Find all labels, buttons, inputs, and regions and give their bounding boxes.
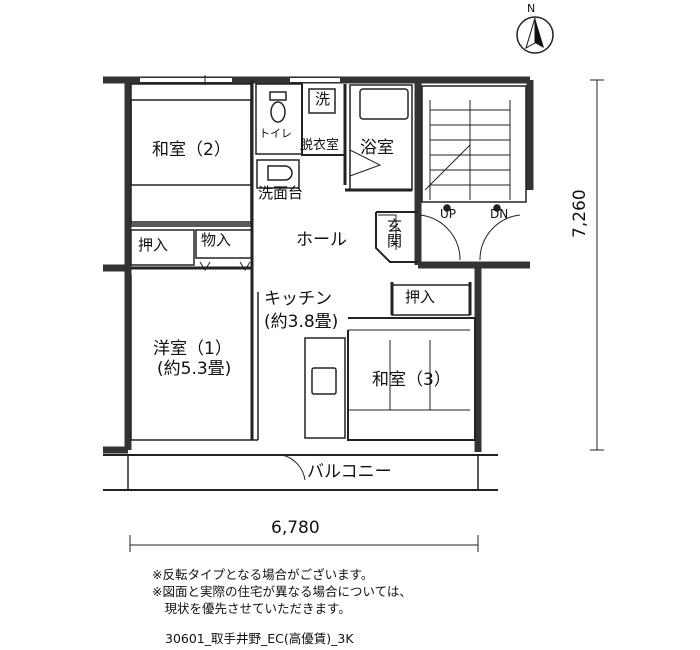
label-washitsu2: 和室（2） [152, 140, 231, 160]
note-line-1: ※反転タイプとなる場合がございます。 [152, 567, 374, 582]
label-genkan: 玄関 [385, 218, 403, 248]
label-youshitsu1-size: (約5.3畳) [157, 359, 232, 379]
washer-box [308, 88, 336, 114]
bathtub [359, 88, 409, 120]
compass-circle [516, 16, 554, 54]
label-datsuishitsu: 脱衣室 [300, 138, 340, 153]
label-hall: ホール [296, 230, 347, 250]
label-balcony: バルコニー [307, 462, 392, 482]
entry-door-right [479, 214, 521, 261]
label-kitchen-size: (約3.8畳) [264, 312, 339, 332]
dimension-width: 6,780 [271, 518, 320, 538]
label-sentaku: 洗 [315, 90, 331, 108]
stairs-box [421, 85, 527, 203]
label-oshiire2: 押入 [405, 288, 436, 306]
label-dn: DN [490, 207, 509, 221]
label-yokushitsu: 浴室 [360, 138, 394, 158]
label-senmendai: 洗面台 [258, 184, 304, 202]
label-kitchen: キッチン [264, 289, 332, 309]
dimension-height: 7,260 [570, 189, 590, 238]
dim-width-line [129, 535, 479, 552]
north-label: N [527, 2, 536, 15]
label-youshitsu1: 洋室（1） [153, 339, 232, 359]
plan-code: 30601_取手井野_EC(高優賃)_3K [165, 631, 354, 646]
note-line-2: ※図面と実際の住宅が異なる場合については、 [152, 583, 412, 599]
kitchen-counter [304, 337, 346, 439]
label-monoire: 物入 [201, 231, 232, 249]
note-line-3: 現状を優先させていただきます。 [152, 600, 351, 616]
washitsu2-bottom [131, 221, 252, 227]
balcony-rail [103, 454, 498, 491]
label-toilet: トイレ [259, 127, 292, 140]
youshitsu1-border [130, 275, 258, 441]
label-up: UP [440, 207, 457, 221]
oshiire1-border [130, 229, 195, 266]
entry-door-left [419, 214, 461, 261]
notes: ※反転タイプとなる場合がございます。 ※図面と実際の住宅が異なる場合については、… [152, 567, 412, 618]
dim-height-line [590, 79, 604, 451]
toilet-border [255, 83, 303, 155]
label-washitsu3: 和室（3） [372, 370, 451, 390]
label-oshiire1: 押入 [138, 236, 169, 254]
toilet-bowl [270, 101, 286, 123]
